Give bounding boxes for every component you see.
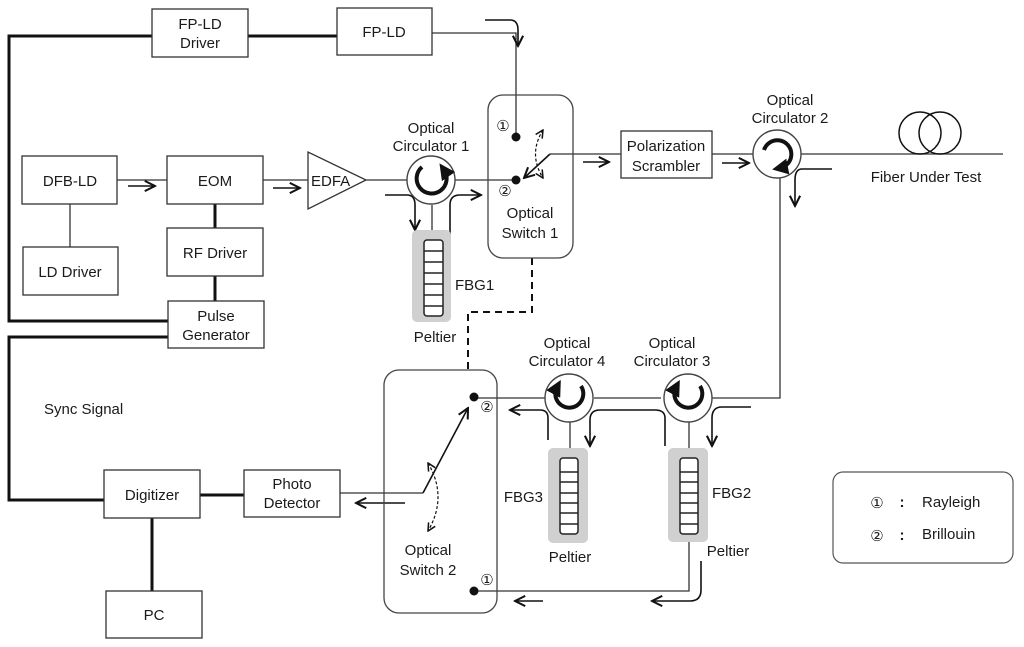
optical-circulator-2: Optical Circulator 2 [752, 92, 829, 179]
circulator-4-label-2: Circulator 4 [529, 353, 606, 370]
port2-marker: ② [498, 183, 511, 200]
optical-switch-2: ② ① Optical Switch 2 [383, 369, 498, 614]
port1-marker: ① [496, 118, 509, 135]
dfbld-block: DFB-LD [21, 155, 118, 205]
pd-label-2: Detector [264, 495, 321, 512]
circulator-2-label: Optical [767, 92, 814, 109]
ld-driver-block: LD Driver [22, 246, 119, 296]
switch-sync-link [467, 258, 533, 370]
wire-fpld-driver [7, 34, 168, 323]
arrow-down-icon [795, 168, 832, 206]
sync-signal-label: Sync Signal [44, 401, 123, 418]
legend-label: Brillouin [922, 526, 975, 543]
legend-item-rayleigh: ① : Rayleigh [870, 494, 980, 512]
optical-circulator-1: Optical Circulator 1 [393, 120, 470, 205]
polarization-scrambler-block: Polarization Scrambler [620, 130, 713, 179]
fbg1-label: FBG1 [455, 277, 494, 294]
pd-label: Photo [272, 476, 311, 493]
switch-2-label-2: Switch 2 [400, 562, 457, 579]
circulator-1-label: Optical [408, 120, 455, 137]
arrow-down-icon [485, 19, 518, 46]
circulator-1-label-2: Circulator 1 [393, 138, 470, 155]
pulse-generator-label: Pulse [197, 308, 235, 325]
optical-switch-1: ① ② Optical Switch 1 [487, 94, 574, 259]
fpld-driver-label: FP-LD [178, 16, 222, 33]
circulator-3-label: Optical [649, 335, 696, 352]
ld-driver-label: LD Driver [38, 264, 101, 281]
pulse-generator-label-2: Generator [182, 327, 250, 344]
arrow-down-icon [712, 406, 751, 446]
dfbld-label: DFB-LD [43, 173, 97, 190]
switch2-port1-dot [469, 586, 479, 596]
switch2-port2-dot [469, 392, 479, 402]
switch-2-label: Optical [405, 542, 452, 559]
eom-block: EOM [166, 155, 264, 205]
edfa-label: EDFA [311, 173, 350, 190]
fpld-driver-block: FP-LD Driver [151, 8, 249, 58]
rf-driver-block: RF Driver [166, 227, 264, 277]
legend-label: Rayleigh [922, 494, 980, 511]
port1-marker: ① [480, 572, 493, 589]
peltier-label: Peltier [707, 543, 750, 560]
fiber-under-test-label: Fiber Under Test [871, 169, 982, 186]
fbg2-peltier: FBG2 Peltier [668, 448, 751, 560]
toggle-arrow-icon [428, 463, 439, 531]
fbg3-label: FBG3 [504, 489, 543, 506]
scrambler-label-2: Scrambler [632, 158, 700, 175]
eom-label: EOM [198, 173, 232, 190]
arrow-left-icon [652, 561, 702, 601]
arrow-down-icon [590, 409, 666, 446]
switch-1-label: Optical [507, 205, 554, 222]
pc-block: PC [105, 590, 203, 639]
fbg2-label: FBG2 [712, 485, 751, 502]
digitizer-label: Digitizer [125, 487, 179, 504]
photo-detector-block: Photo Detector [243, 469, 341, 518]
fbg1-peltier: FBG1 Peltier [412, 230, 494, 346]
fbg3-peltier: FBG3 Peltier [504, 448, 591, 566]
switch-1-label-2: Switch 1 [502, 225, 559, 242]
digitizer-block: Digitizer [103, 469, 201, 519]
toggle-arrow-icon [534, 130, 544, 178]
rf-driver-label: RF Driver [183, 245, 247, 262]
arrow-down-icon [385, 194, 415, 230]
arrow-left-icon [510, 410, 549, 440]
port2-marker: ② [480, 399, 493, 416]
circulator-2-label-2: Circulator 2 [752, 110, 829, 127]
fpld-block: FP-LD [336, 7, 433, 56]
peltier-label: Peltier [414, 329, 457, 346]
legend-symbol: ② [870, 528, 883, 545]
fiber-coil-icon [898, 111, 962, 155]
switch1-port2-dot [511, 175, 521, 185]
fpld-driver-label-2: Driver [180, 35, 220, 52]
legend-symbol: ① [870, 495, 883, 512]
switch1-port1-dot [511, 132, 521, 142]
fiber-fbg2-switch2 [474, 534, 690, 592]
fpld-label: FP-LD [362, 24, 406, 41]
switch-arm [422, 408, 468, 494]
fiber-fpld-switch1 [432, 32, 517, 137]
wire-sync-signal [7, 335, 168, 502]
legend-item-brillouin: ② : Brillouin [870, 526, 975, 545]
pulse-generator-block: Pulse Generator [167, 300, 265, 349]
peltier-label: Peltier [549, 549, 592, 566]
pc-label: PC [144, 607, 165, 624]
optical-circulator-4: Optical Circulator 4 [529, 335, 606, 423]
arrow-right-icon [449, 195, 481, 235]
legend-separator: : [900, 494, 905, 511]
fiber-c2-c3 [709, 178, 781, 399]
edfa-block: EDFA [307, 150, 368, 211]
legend-separator: : [900, 527, 905, 544]
legend: ① : Rayleigh ② : Brillouin [832, 471, 1014, 564]
optical-circulator-3: Optical Circulator 3 [634, 335, 713, 423]
circulator-3-label-2: Circulator 3 [634, 353, 711, 370]
scrambler-label: Polarization [627, 138, 705, 155]
circulator-4-label: Optical [544, 335, 591, 352]
